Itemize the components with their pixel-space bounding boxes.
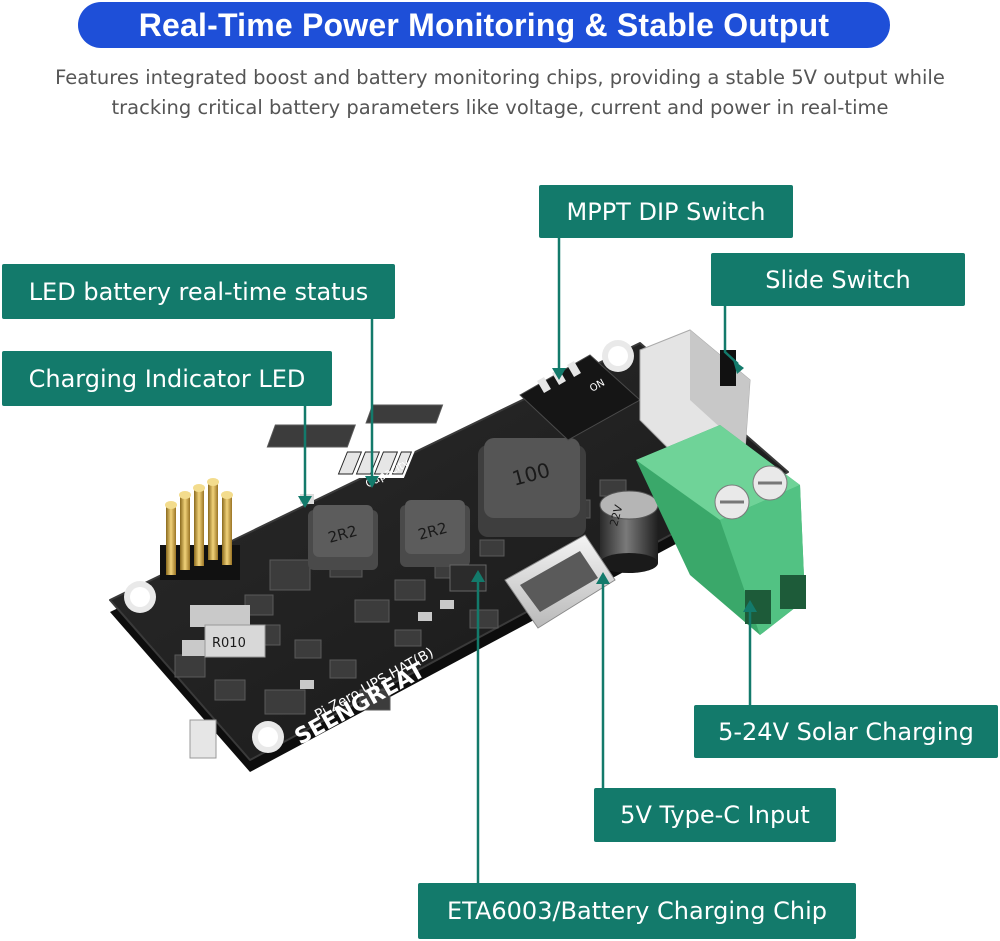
- usb-type-c-port: [504, 534, 616, 629]
- subtitle-line-2: tracking critical battery parameters lik…: [111, 96, 889, 119]
- solar-terminal-block: [636, 425, 806, 635]
- inductor-left: [308, 505, 378, 570]
- leader-ends: [298, 360, 757, 612]
- callout-charging-indicator-led: Charging Indicator LED: [2, 351, 332, 406]
- leader-lines: [303, 238, 752, 883]
- page-title: Real-Time Power Monitoring & Stable Outp…: [138, 6, 830, 43]
- inductor-middle: [400, 500, 470, 567]
- shunt-resistor: [204, 624, 266, 658]
- subtitle-line-1: Features integrated boost and battery mo…: [55, 66, 945, 89]
- pogo-pins: [160, 478, 240, 580]
- battery-status-leds: [331, 448, 416, 478]
- capacitor-marking: 22V: [607, 503, 625, 528]
- small-caps: [182, 520, 534, 689]
- callout-charging-chip: ETA6003/Battery Charging Chip: [418, 883, 856, 939]
- subtitle: Features integrated boost and battery mo…: [0, 63, 1000, 123]
- title-banner: Real-Time Power Monitoring & Stable Outp…: [78, 2, 890, 48]
- callout-slide-switch: Slide Switch: [711, 253, 965, 306]
- callout-led-battery-status: LED battery real-time status: [2, 264, 395, 319]
- mounting-holes: [124, 340, 634, 753]
- callout-type-c-input: 5V Type-C Input: [594, 788, 836, 842]
- side-connector: [189, 719, 217, 759]
- inductor-large: [478, 438, 586, 537]
- dip-off-marking: OFF: [574, 339, 596, 358]
- callout-solar-charging: 5-24V Solar Charging: [694, 705, 998, 758]
- resistor-marking: R010: [212, 636, 246, 651]
- callout-mppt-dip-switch: MPPT DIP Switch: [539, 185, 793, 238]
- electrolytic-capacitor: [599, 490, 659, 573]
